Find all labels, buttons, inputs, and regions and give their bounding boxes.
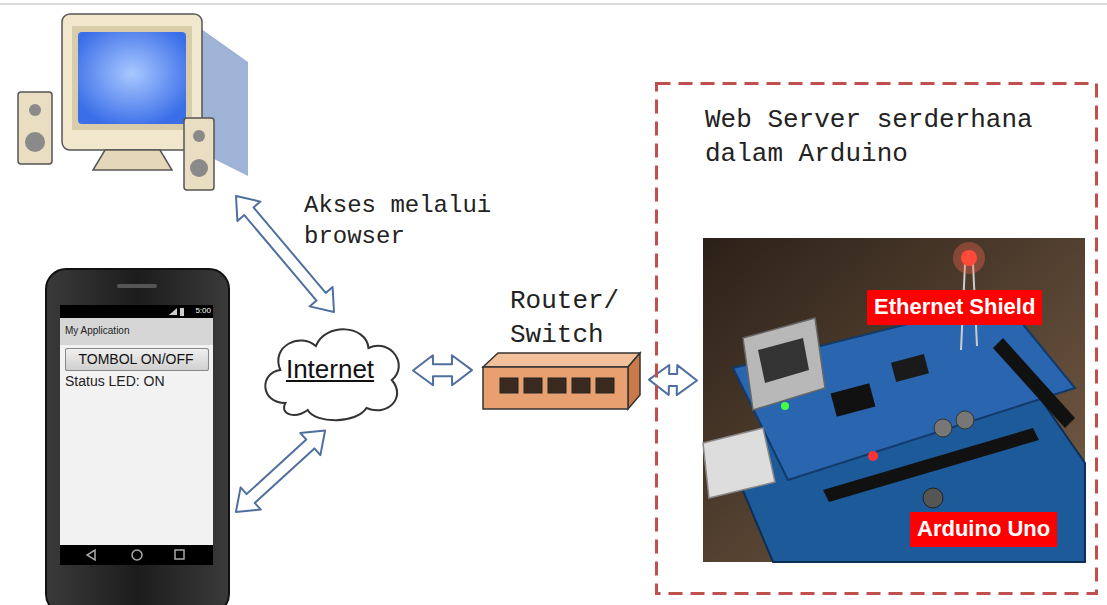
- toggle-button: TOMBOL ON/OFF: [65, 348, 209, 371]
- photo-ground: [703, 238, 1085, 562]
- pin-header: [993, 338, 1075, 428]
- shield-board: [733, 300, 1075, 480]
- internet-cloud: Internet: [255, 318, 407, 423]
- speaker-left: [18, 92, 52, 164]
- monitor-body: [62, 14, 202, 150]
- phone-screen: [60, 305, 213, 565]
- green-led: [781, 402, 789, 410]
- signal-icon: [169, 308, 177, 315]
- recent-icon: [175, 550, 184, 559]
- router-port: [572, 378, 590, 393]
- monitor-screen: [78, 32, 186, 124]
- phone-body: [46, 269, 229, 605]
- router-side: [628, 353, 640, 409]
- pin-header: [823, 428, 1039, 502]
- speaker-cone: [29, 104, 41, 116]
- arduino-board: Ethernet ShieldArduino Uno: [703, 238, 1085, 562]
- status-bar: [60, 305, 213, 318]
- capacitor: [934, 419, 952, 437]
- router-port: [524, 378, 542, 393]
- computer-illustration: [18, 14, 248, 190]
- red-led: [961, 250, 977, 266]
- router-port: [548, 378, 566, 393]
- speaker-cone: [193, 130, 205, 142]
- button-outline: [66, 349, 209, 371]
- speaker-cone: [25, 132, 45, 152]
- router-switch: Router/ Switch: [478, 285, 643, 420]
- part-label: Arduino Uno: [910, 512, 1057, 547]
- phone-speaker: [117, 284, 157, 288]
- led-status: Status LED: ON: [65, 372, 213, 390]
- power-led: [868, 451, 878, 461]
- top-rule: [0, 3, 1107, 5]
- title-bar: [60, 318, 213, 345]
- phone-illustration: [45, 268, 230, 605]
- boundary-outline: [657, 84, 1097, 594]
- back-icon: [87, 550, 95, 560]
- link-note: Akses melalui browser: [304, 190, 509, 252]
- jack-opening: [758, 338, 809, 383]
- double-arrow: [236, 431, 325, 513]
- router-top: [483, 353, 640, 367]
- phone-app: 5:00 My ApplicationStatus LED: ON TOMBOL O…: [45, 268, 230, 605]
- led-glow: [953, 242, 985, 274]
- ethernet-jack: [743, 318, 825, 410]
- speaker-right: [184, 118, 214, 190]
- usb-port: [703, 428, 775, 498]
- home-icon: [132, 550, 142, 560]
- chip: [891, 354, 929, 382]
- monitor-stand: [93, 150, 172, 170]
- router-port: [500, 378, 518, 393]
- app-title: My Application: [65, 324, 205, 337]
- cloud-label: Internet: [255, 354, 405, 385]
- nav-bar: [60, 545, 213, 565]
- battery-icon: [180, 308, 184, 316]
- chip: [831, 383, 876, 417]
- button-label: TOMBOL ON/OFF: [65, 350, 207, 368]
- router-label: Router/ Switch: [510, 285, 640, 353]
- status-time: 5:00: [181, 306, 211, 316]
- monitor-bezel: [72, 26, 192, 130]
- router-port: [596, 378, 614, 393]
- capacitor: [923, 488, 943, 508]
- part-label: Ethernet Shield: [867, 290, 1042, 325]
- web-server-group: Web Server serderhana dalam ArduinoEther…: [655, 82, 1098, 595]
- double-arrow: [413, 355, 472, 385]
- group-title: Web Server serderhana dalam Arduino: [705, 104, 1090, 172]
- router-front: [483, 367, 628, 409]
- speaker-cone: [190, 159, 208, 177]
- capacitor: [956, 411, 974, 429]
